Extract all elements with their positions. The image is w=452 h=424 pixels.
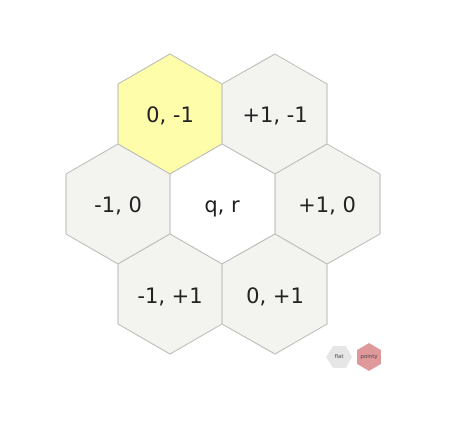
flat-orientation-button[interactable]: flat — [326, 346, 352, 368]
hex-cell-shape — [221, 233, 328, 355]
hex-label: 0, -1 — [146, 103, 194, 127]
hex-label: -1, +1 — [137, 284, 202, 308]
hex-cell-center: q, r — [169, 143, 276, 265]
hex-label: +1, -1 — [242, 103, 307, 127]
hex-label: -1, 0 — [94, 193, 142, 217]
hex-label: 0, +1 — [246, 284, 304, 308]
hex-label: q, r — [204, 193, 240, 217]
pointy-label: pointy — [360, 354, 378, 360]
pointy-hex-icon — [357, 343, 381, 371]
flat-label: flat — [335, 354, 345, 360]
pointy-orientation-button[interactable]: pointy — [357, 343, 381, 371]
hex-label: +1, 0 — [298, 193, 356, 217]
hex-cell-bottom-right: 0, +1 — [221, 233, 328, 355]
hex-cell-right: +1, 0 — [274, 143, 381, 265]
flat-hex-icon — [326, 346, 352, 368]
hex-cell-top-right: +1, -1 — [221, 53, 328, 175]
